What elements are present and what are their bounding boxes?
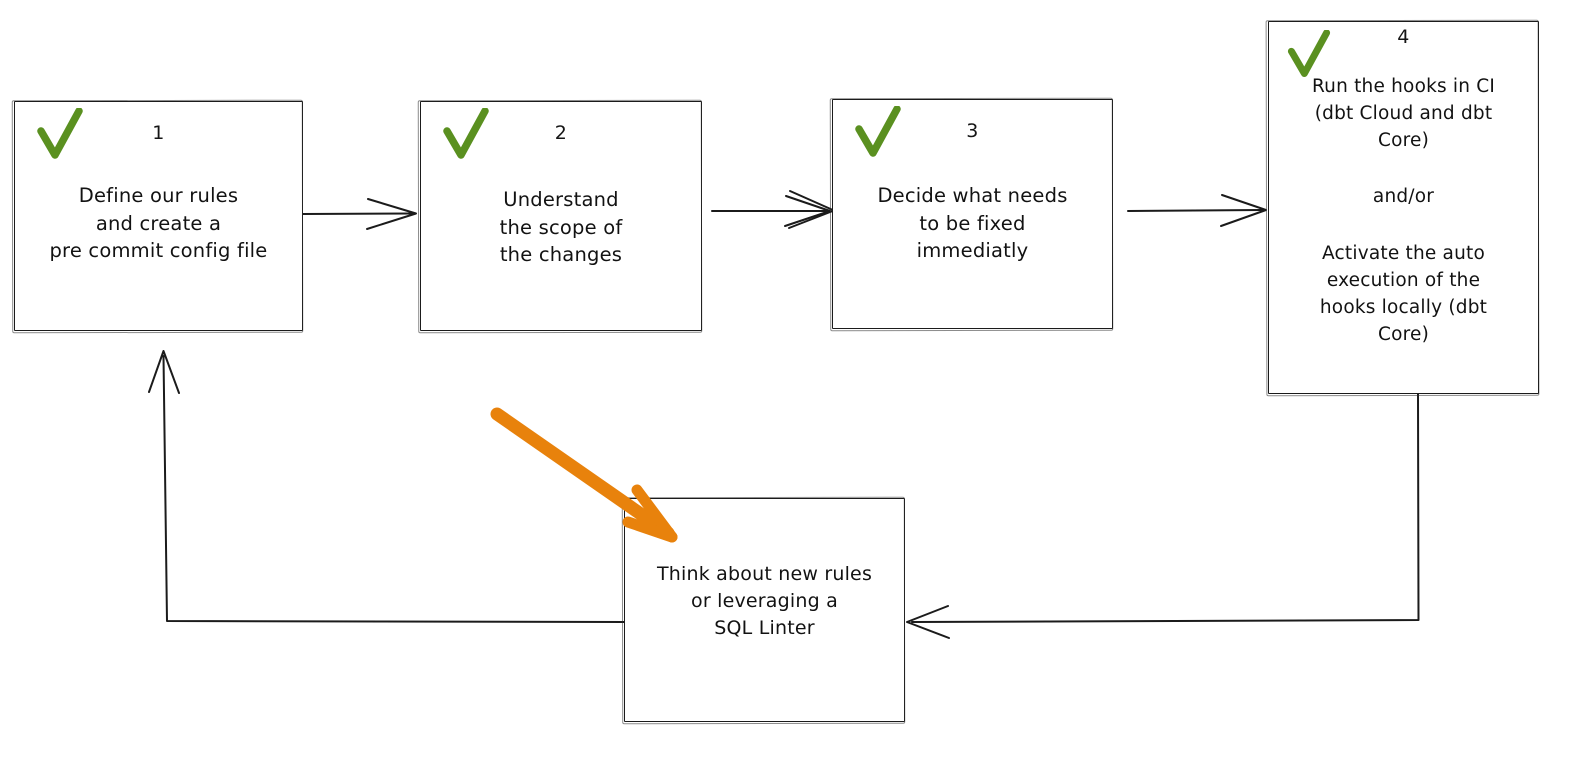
node-4-number: 4 [1397,26,1410,48]
node-1-number: 1 [152,122,165,144]
green-checkmark-icon [1287,30,1331,77]
step-node-4[interactable]: 4 Run the hooks in CI (dbt Cloud and dbt… [1268,21,1539,394]
node-2-header: 2 [421,102,701,166]
node-3-text: Decide what needs to be fixed immediatly [877,184,1068,263]
arrow-2-to-3 [711,190,835,229]
node-1-text: Define our rules and create a pre commit… [49,184,268,263]
node-4-header: 4 [1269,22,1538,77]
node-3-header: 3 [833,100,1112,164]
step-node-1[interactable]: 1 Define our rules and create a pre comm… [14,101,303,331]
node-2-number: 2 [554,122,568,144]
arrow-4-to-5 [906,393,1420,639]
green-checkmark-icon [443,108,489,159]
arrow-1-to-2 [302,198,417,230]
node-4-text-andor: and/or [1372,186,1435,208]
step-node-3[interactable]: 3 Decide what needs to be fixed immediat… [832,99,1113,329]
green-checkmark-icon [855,106,901,157]
node-1-header: 1 [15,102,302,166]
node-2-text: Understand the scope of the changes [499,188,623,267]
step-node-2[interactable]: 2 Understand the scope of the changes [420,101,702,331]
node-4-text-ci: Run the hooks in CI (dbt Cloud and dbt C… [1311,76,1496,151]
step-node-5-feedback[interactable]: Think about new rules or leveraging a SQ… [624,498,905,722]
node-4-text-local: Activate the auto execution of the hooks… [1319,243,1488,345]
node-5-text: Think about new rules or leveraging a SQ… [656,563,873,639]
arrow-5-to-1 [148,350,625,623]
arrow-3-to-4 [1127,194,1267,227]
green-checkmark-icon [37,108,83,159]
node-3-number: 3 [966,120,979,142]
